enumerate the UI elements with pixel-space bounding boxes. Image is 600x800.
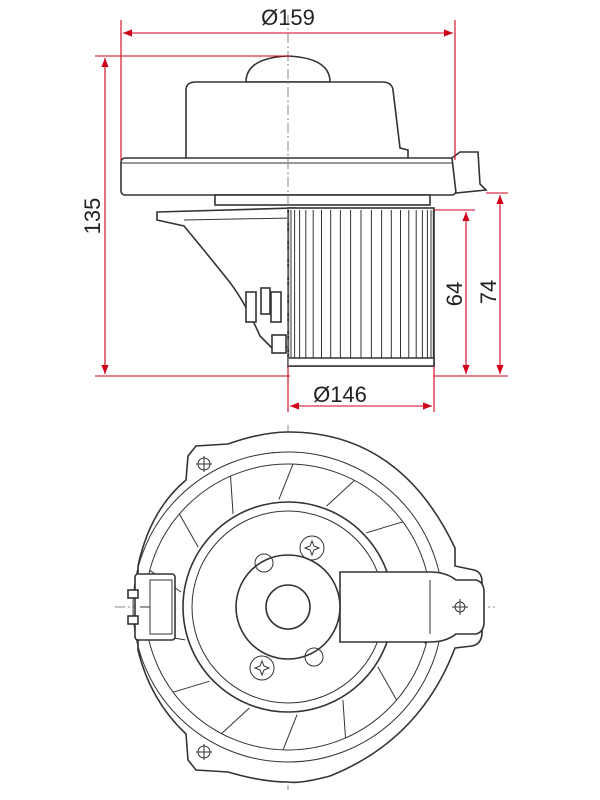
vent-rib (342, 699, 346, 738)
screw-upper (299, 535, 325, 561)
inner-height-label: 64 (442, 282, 467, 306)
vent-rib (172, 680, 210, 693)
flange-tab (451, 151, 488, 194)
dimension-lines (95, 20, 508, 412)
vent-rib (278, 463, 294, 500)
motor-housing (185, 81, 409, 161)
top-diameter-label: Ø159 (261, 5, 315, 30)
screw-lower (249, 655, 275, 681)
connector-plug (127, 573, 176, 641)
connector-bracket (156, 207, 296, 353)
vent-rib (282, 714, 298, 751)
mount-hole-bottom (196, 744, 212, 760)
vent-rib (221, 707, 250, 734)
vent-rib (326, 480, 355, 507)
bottom-diameter-label: Ø146 (313, 382, 367, 407)
overall-height-label: 135 (80, 198, 105, 235)
small-hole-lower (304, 647, 324, 667)
connector-pins (245, 287, 287, 354)
vent-rib (230, 476, 234, 515)
right-mount-tab (339, 571, 485, 643)
bottom-view (127, 431, 485, 784)
mount-hole-top (196, 456, 212, 472)
vent-rib (366, 521, 404, 534)
vent-rib (178, 513, 199, 548)
base-plate (214, 194, 431, 206)
fan-blades (288, 210, 434, 358)
vent-rib (377, 666, 398, 701)
outer-height-label: 74 (476, 280, 501, 304)
shaft-hub (265, 584, 311, 630)
side-view (120, 55, 488, 367)
small-hole-upper (254, 553, 274, 573)
